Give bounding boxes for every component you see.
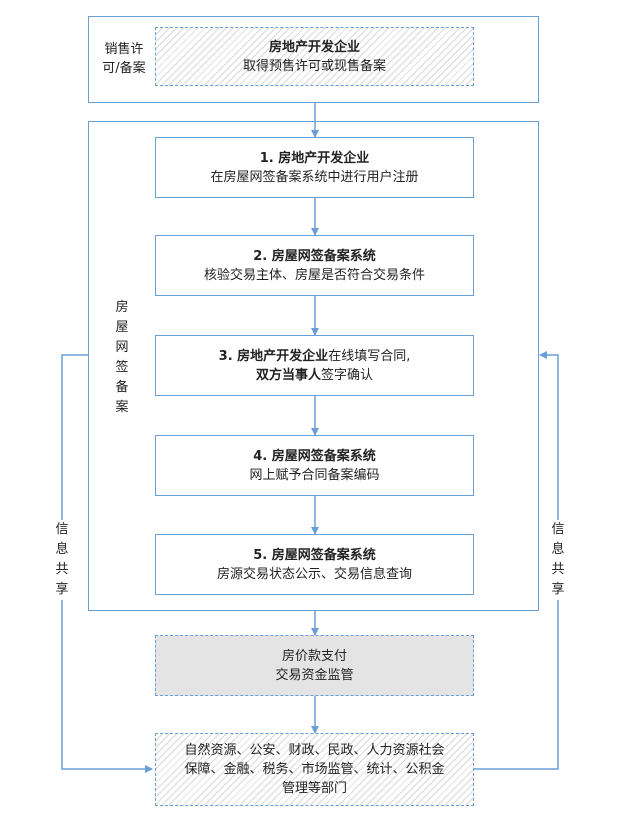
side-label-char: 房	[115, 300, 129, 315]
payment-line1: 房价款支付	[281, 648, 347, 664]
presale-side-label-line2: 可/备案	[102, 61, 146, 76]
step-5-title: 5. 房屋网签备案系统	[253, 547, 376, 563]
presale-box: 房地产开发企业 取得预售许可或现售备案	[155, 27, 474, 86]
presale-box-text: 取得预售许可或现售备案	[242, 58, 386, 74]
presale-section-frame	[88, 16, 539, 103]
step-3-box: 3. 房地产开发企业在线填写合同, 双方当事人签字确认	[155, 335, 474, 396]
step-3-line2-bold: 双方当事人	[255, 367, 321, 383]
side-label-char: 签	[115, 360, 129, 375]
share-label-char: 信	[55, 522, 69, 537]
right-info-share-label: 信 息 共 享	[549, 520, 567, 600]
step-2-box: 2. 房屋网签备案系统 核验交易主体、房屋是否符合交易条件	[155, 235, 474, 296]
departments-line1: 自然资源、公安、财政、民政、人力资源社会	[184, 743, 445, 758]
step-5-box: 5. 房屋网签备案系统 房源交易状态公示、交易信息查询	[155, 534, 474, 595]
share-label-char: 享	[55, 582, 69, 597]
side-label-char: 网	[115, 340, 129, 355]
share-label-char: 共	[551, 562, 565, 577]
payment-line2: 交易资金监管	[275, 667, 354, 683]
presale-box-title: 房地产开发企业	[268, 39, 360, 55]
departments-line2: 保障、金融、税务、市场监管、统计、公积金	[184, 762, 445, 777]
step-2-text: 核验交易主体、房屋是否符合交易条件	[203, 267, 425, 283]
side-label-char: 案	[115, 400, 129, 415]
step-1-title: 1. 房地产开发企业	[259, 150, 370, 166]
step-2-title: 2. 房屋网签备案系统	[253, 248, 376, 264]
side-label-char: 备	[115, 380, 129, 395]
departments-box: 自然资源、公安、财政、民政、人力资源社会 保障、金融、税务、市场监管、统计、公积…	[155, 733, 474, 806]
share-label-char: 息	[55, 542, 69, 557]
payment-supervision-box: 房价款支付 交易资金监管	[155, 635, 474, 696]
contract-filing-side-label: 房 屋 网 签 备 案	[114, 298, 130, 418]
step-3-title-rest: 在线填写合同,	[328, 348, 411, 364]
step-3-title: 3. 房地产开发企业	[218, 348, 329, 364]
presale-side-label-line1: 销售许	[104, 42, 144, 57]
share-label-char: 息	[551, 542, 565, 557]
departments-line3: 管理等部门	[281, 781, 347, 796]
share-label-char: 共	[55, 562, 69, 577]
left-info-share-label: 信 息 共 享	[53, 520, 71, 600]
step-1-text: 在房屋网签备案系统中进行用户注册	[210, 169, 419, 185]
step-4-box: 4. 房屋网签备案系统 网上赋予合同备案编码	[155, 435, 474, 496]
side-label-char: 屋	[115, 320, 129, 335]
step-4-title: 4. 房屋网签备案系统	[253, 448, 376, 464]
step-5-text: 房源交易状态公示、交易信息查询	[216, 566, 412, 582]
step-3-line2: 双方当事人签字确认	[256, 366, 373, 385]
share-label-char: 享	[551, 582, 565, 597]
step-1-box: 1. 房地产开发企业 在房屋网签备案系统中进行用户注册	[155, 137, 474, 198]
step-3-line1: 3. 房地产开发企业在线填写合同,	[219, 347, 411, 366]
step-3-line2-rest: 签字确认	[321, 367, 374, 383]
contract-filing-section-frame	[88, 121, 539, 611]
step-4-text: 网上赋予合同备案编码	[249, 467, 380, 483]
presale-side-label: 销售许 可/备案	[96, 40, 152, 78]
share-label-char: 信	[551, 522, 565, 537]
